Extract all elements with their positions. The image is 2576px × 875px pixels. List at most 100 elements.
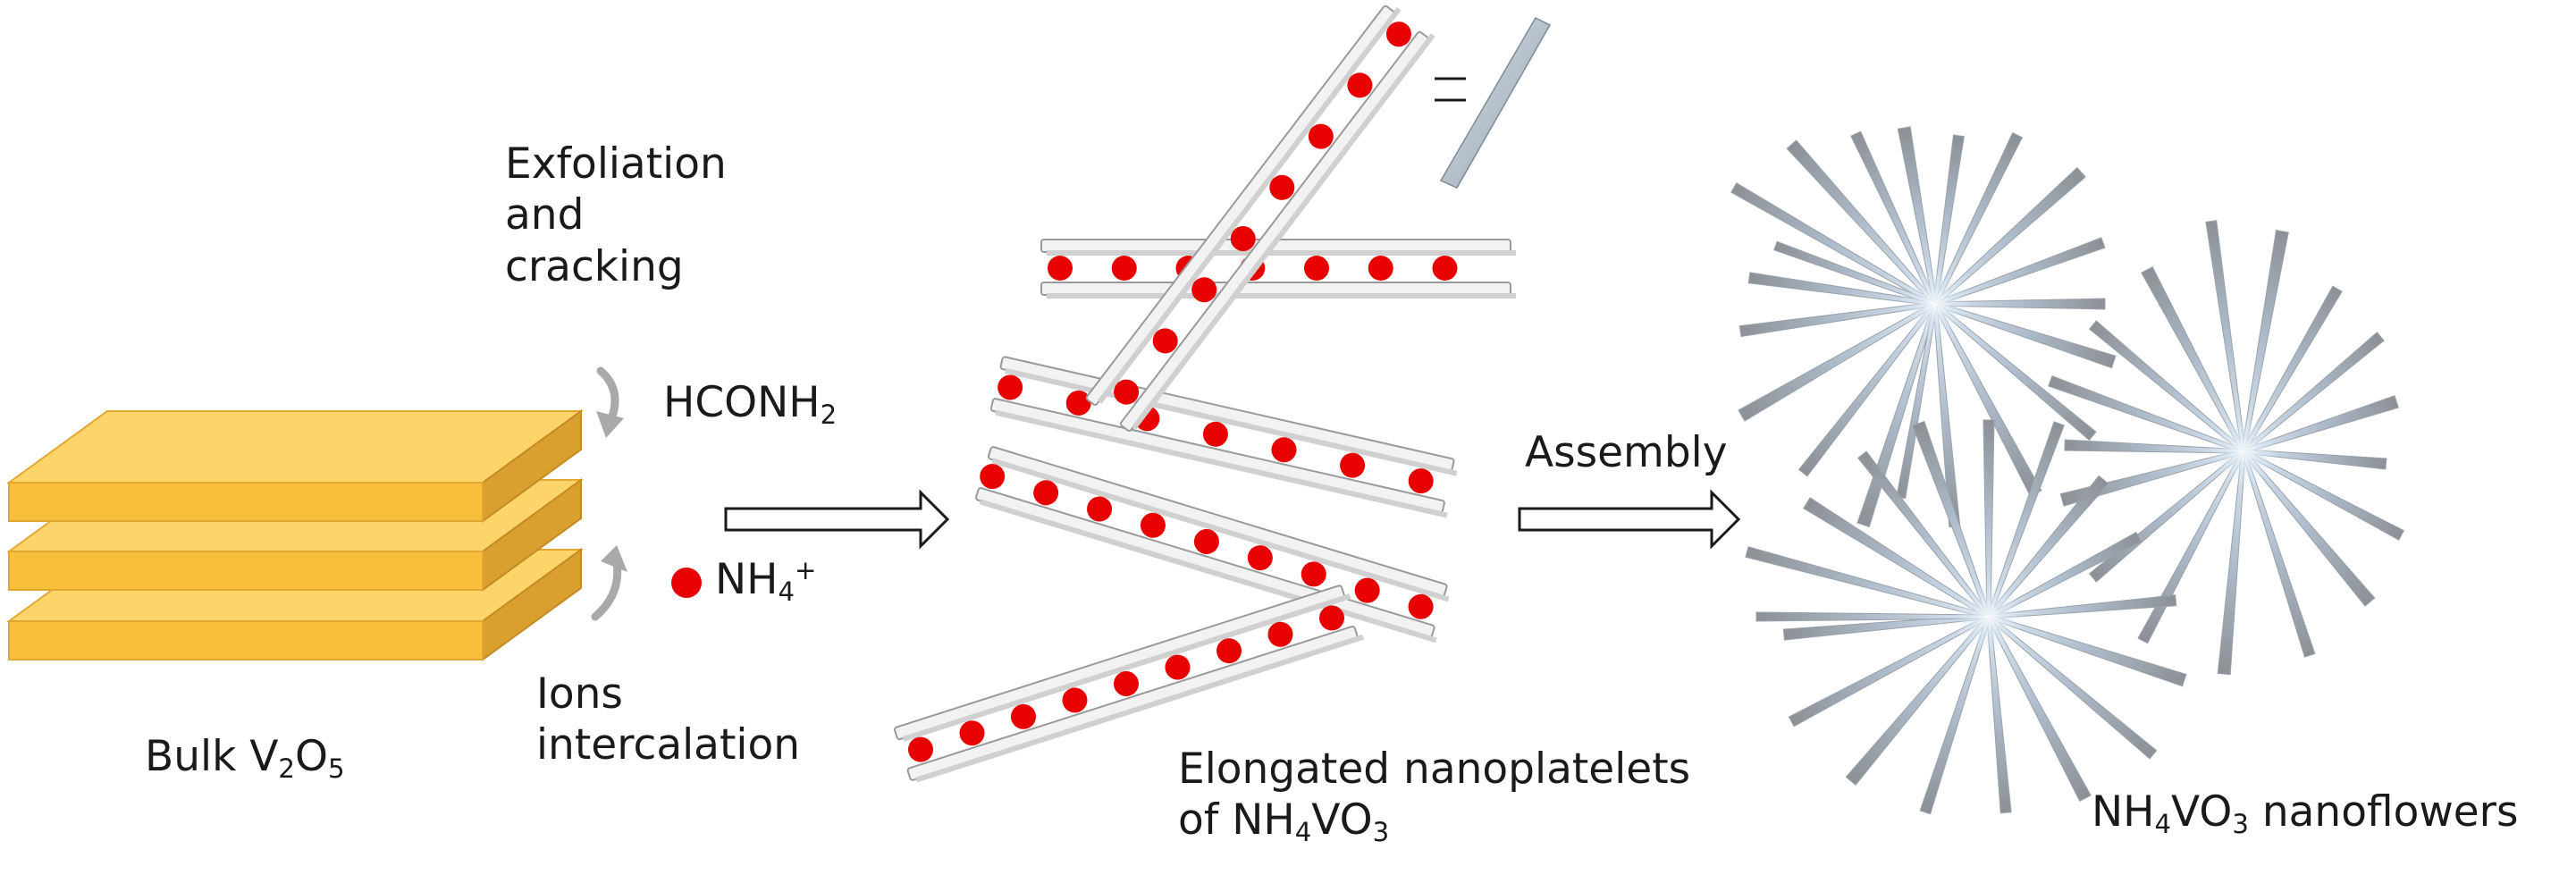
label-elongated-sub2: 3	[1372, 817, 1390, 848]
label-ions-intercalation: Ions intercalation	[536, 669, 800, 771]
v2o5-slab-front-face	[8, 551, 484, 591]
curved-arrow-icon-bottom	[591, 559, 622, 621]
nh4-ion-dot	[1319, 605, 1345, 631]
nh4-ion-dot	[1408, 468, 1434, 494]
label-exfoliation-line2: and	[505, 190, 585, 240]
nh4-ion-dot	[1140, 512, 1166, 538]
nanoflower-right	[2048, 220, 2405, 676]
nh4-ion-dot	[1193, 528, 1219, 554]
curved-arrow-head-bottom	[601, 545, 627, 572]
nh4-ion-dot	[1114, 671, 1140, 697]
nh4-ion-dot	[1033, 480, 1059, 506]
label-elongated-nanoplatelets: Elongated nanoplatelets of NH4VO3	[1178, 744, 1690, 846]
label-ions-line1: Ions	[536, 669, 623, 719]
nanoplatelet-rod-middle-tilted	[975, 446, 1450, 644]
curved-arrow-icon-top	[596, 366, 619, 421]
label-nh4-sup: +	[795, 554, 817, 585]
nh4-ion-dot	[959, 720, 985, 746]
nanoflower-core	[1899, 268, 1971, 340]
nh4-ion-dot	[1152, 328, 1178, 354]
label-bulk-mid: O	[294, 732, 328, 781]
nh4-ion-dot	[1048, 256, 1073, 281]
label-elongated-mid: VO	[1311, 795, 1373, 846]
nh4-ion-dot	[1202, 421, 1228, 447]
nh4-ion-dot	[1111, 256, 1137, 281]
v2o5-slab-1	[5, 409, 585, 523]
label-flowers-mid: VO	[2171, 787, 2233, 837]
nanoplatelet-rod-horizontal	[1040, 239, 1516, 299]
label-nh4-base: NH	[715, 555, 779, 604]
nanoflower-bottom	[1745, 419, 2187, 815]
nh4-ion-dot	[1304, 256, 1329, 281]
nh4-ion-dot	[1432, 256, 1458, 281]
nh4-ion-dot	[1408, 593, 1434, 619]
label-nh4-sub: 4	[778, 576, 796, 608]
nh4-ion-dot	[1368, 256, 1393, 281]
nh4-ion-dot	[1385, 21, 1411, 47]
nanoplatelet-rod-diagonal	[1085, 4, 1435, 432]
label-elongated-prefix: of NH	[1178, 795, 1295, 846]
nanoplatelet-rod-upper-tilted	[989, 356, 1458, 518]
rod-upper-rail-shadow	[1047, 250, 1516, 256]
bulk-v2o5-layer-stack	[5, 409, 585, 661]
label-exfoliation: Exfoliation and cracking	[505, 139, 727, 292]
rod-upper-rail	[1085, 4, 1395, 406]
label-elongated-line2: of NH4VO3	[1178, 795, 1690, 846]
single-nanosheet-icon	[1439, 17, 1552, 189]
hollow-arrow-icon-2	[1518, 489, 1741, 550]
rod-upper-rail-shadow	[1097, 7, 1402, 404]
v2o5-slab-front-face	[8, 620, 484, 660]
nh4-ion-dot	[980, 464, 1006, 490]
nh4-ion-legend-dot	[671, 568, 702, 598]
nanoflower-core	[1953, 581, 2025, 652]
rod-upper-rail-shadow	[991, 458, 1450, 602]
rod-lower-rail-shadow	[995, 409, 1448, 518]
nanoflower-top-left	[1730, 126, 2117, 528]
nh4-ion-dot	[1308, 123, 1334, 149]
nh4vo3-nanoflowers	[1730, 126, 2405, 815]
nh4-ion-dot	[1271, 437, 1297, 463]
nh4-ion-dot	[998, 374, 1023, 400]
label-exfoliation-line3: cracking	[505, 241, 684, 291]
label-hconh2-sub: 2	[820, 400, 838, 431]
nanoplatelet-rod-lower	[894, 585, 1365, 783]
label-hconh2-base: HCONH	[663, 378, 821, 427]
label-nh4-ion: NH4+	[715, 554, 816, 605]
rod-upper-rail-shadow	[902, 593, 1351, 742]
nh4-ion-dot	[1165, 654, 1191, 680]
label-bulk-sub2: 5	[327, 753, 345, 785]
curved-arrow-head-top	[596, 411, 624, 438]
rod-lower-rail	[1040, 282, 1511, 296]
label-assembly: Assembly	[1525, 428, 1728, 477]
nh4-ion-dot	[1191, 277, 1217, 303]
label-flowers-sub2: 3	[2232, 809, 2249, 840]
rod-lower-rail-shadow	[1047, 293, 1516, 299]
nh4-ion-dot	[1216, 638, 1242, 664]
nh4-ion-dot	[1087, 496, 1113, 522]
label-flowers-prefix: NH	[2092, 787, 2155, 837]
nanoflower-petal	[1745, 546, 1991, 619]
rod-lower-rail-shadow	[915, 634, 1365, 783]
label-nanoflowers: NH4VO3 nanoflowers	[2092, 787, 2519, 837]
nanoflower-core	[2208, 416, 2279, 487]
v2o5-slab-front-face	[8, 482, 484, 522]
nh4-ion-dot	[1267, 621, 1293, 647]
label-elongated-line1: Elongated nanoplatelets	[1178, 745, 1691, 794]
label-flowers-sub1: 4	[2154, 809, 2172, 840]
nh4-ion-dot	[1230, 225, 1256, 251]
rod-lower-rail-shadow	[1131, 33, 1435, 430]
nanoplatelet-rods	[894, 4, 1516, 783]
label-flowers-suffix: nanoflowers	[2248, 787, 2519, 837]
nh4-ion-dot	[1114, 379, 1140, 405]
label-hconh2: HCONH2	[663, 377, 837, 428]
rod-lower-rail	[1119, 30, 1429, 432]
nh4-ion-dot	[1062, 687, 1088, 713]
nh4-ion-dot	[1340, 452, 1366, 478]
label-elongated-sub1: 4	[1294, 817, 1312, 848]
nh4-ion-dot	[1269, 174, 1295, 200]
label-exfoliation-line1: Exfoliation	[505, 139, 727, 189]
nh4-ion-dot	[1301, 561, 1326, 587]
nh4-ion-dot	[1065, 390, 1091, 416]
nh4-ion-dot	[1011, 703, 1037, 729]
